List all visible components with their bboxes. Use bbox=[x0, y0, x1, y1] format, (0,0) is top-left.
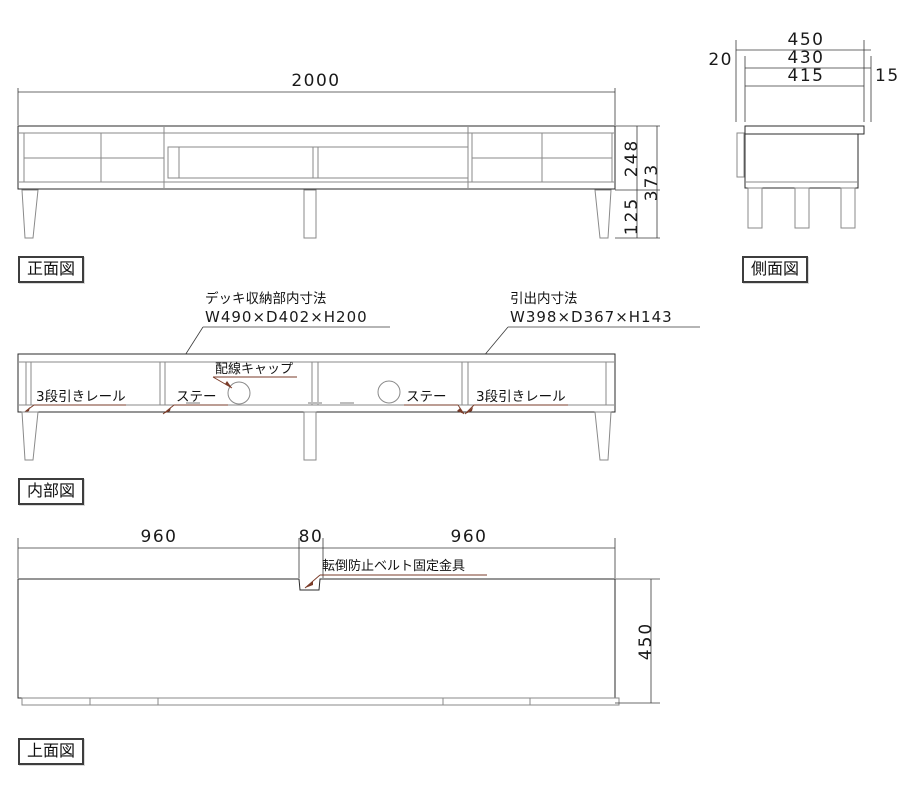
rail-left-annotation: 3段引きレール bbox=[21, 389, 126, 415]
front-center-deck-block bbox=[167, 146, 469, 179]
side-inner-depth-value: 415 bbox=[788, 66, 825, 86]
drawer-size-value: W398×D367×H143 bbox=[510, 308, 673, 326]
view-label-side: 側面図 bbox=[742, 256, 809, 284]
rail-left-label: 3段引きレール bbox=[36, 389, 126, 405]
internal-view-group: デッキ収納部内寸法 W490×D402×H200 引出内寸法 W398×D367… bbox=[17, 290, 700, 461]
top-depth-dimension: 450 bbox=[615, 578, 660, 704]
front-leg-right bbox=[594, 189, 612, 239]
side-view-group: 450 430 415 20 15 bbox=[708, 30, 900, 229]
view-label-top: 上面図 bbox=[18, 738, 85, 766]
view-label-internal-text: 内部図 bbox=[27, 481, 76, 500]
front-total-height-value: 373 bbox=[642, 163, 662, 201]
top-right-segment-value: 960 bbox=[451, 527, 488, 547]
stay-right-label: ステー bbox=[406, 389, 447, 405]
top-left-segment-value: 960 bbox=[141, 527, 178, 547]
front-width-dimension: 2000 bbox=[17, 71, 616, 125]
side-leg-front bbox=[747, 187, 763, 229]
side-front-panel bbox=[736, 132, 745, 178]
cable-cap-left-icon bbox=[227, 381, 251, 405]
side-body-depth-value: 430 bbox=[788, 48, 825, 68]
cable-cap-label: 配線キャップ bbox=[215, 361, 293, 377]
internal-leg-center bbox=[303, 411, 317, 461]
top-board-outline bbox=[17, 578, 616, 699]
top-view-group: 960 80 960 転倒防止ベルト固定金具 bbox=[17, 527, 660, 706]
anti-tip-bracket-annotation: 転倒防止ベルト固定金具 bbox=[304, 558, 487, 589]
stay-left-annotation: ステー bbox=[162, 389, 228, 415]
front-leg-left bbox=[21, 189, 39, 239]
anti-tip-bracket-label: 転倒防止ベルト固定金具 bbox=[322, 558, 465, 574]
drawer-size-title: 引出内寸法 bbox=[510, 291, 578, 307]
top-depth-value: 450 bbox=[636, 622, 656, 660]
internal-leg-left bbox=[21, 411, 39, 461]
view-label-front-text: 正面図 bbox=[27, 259, 76, 278]
view-label-top-text: 上面図 bbox=[27, 741, 76, 760]
internal-stay-mark-left bbox=[186, 402, 200, 404]
side-top-board bbox=[744, 125, 865, 135]
internal-leg-right bbox=[594, 411, 612, 461]
side-leg-middle bbox=[794, 187, 810, 229]
front-left-drawer-block bbox=[23, 132, 165, 183]
internal-stay-mark-center bbox=[308, 402, 322, 404]
side-back-offset-value: 15 bbox=[875, 66, 900, 86]
rail-right-annotation: 3段引きレール bbox=[464, 389, 568, 415]
top-front-edge-strip bbox=[21, 697, 620, 706]
front-overall-width-value: 2000 bbox=[291, 71, 340, 91]
top-center-segment-value: 80 bbox=[299, 527, 324, 547]
side-depth-dimensions: 450 430 415 20 15 bbox=[708, 30, 900, 122]
cable-cap-right-icon bbox=[377, 380, 401, 404]
view-label-internal: 内部図 bbox=[18, 478, 85, 506]
deck-storage-title: デッキ収納部内寸法 bbox=[205, 290, 327, 307]
front-view-group: 2000 bbox=[17, 71, 662, 239]
stay-right-annotation: ステー bbox=[404, 389, 465, 415]
front-leg-center bbox=[303, 189, 317, 239]
side-body-outline bbox=[744, 133, 859, 189]
front-right-drawer-block bbox=[471, 132, 613, 183]
stay-left-label: ステー bbox=[176, 389, 217, 405]
view-label-side-text: 側面図 bbox=[751, 259, 800, 278]
side-leg-back bbox=[840, 187, 856, 229]
drawer-size-annotation: 引出内寸法 W398×D367×H143 bbox=[461, 291, 700, 383]
top-width-dimensions: 960 80 960 bbox=[17, 527, 616, 578]
front-height-dimensions: 248 125 373 bbox=[615, 125, 662, 239]
front-leg-height-value: 125 bbox=[622, 197, 642, 235]
view-label-front: 正面図 bbox=[18, 256, 85, 284]
deck-storage-size: W490×D402×H200 bbox=[205, 308, 368, 326]
side-overall-depth-value: 450 bbox=[788, 30, 825, 50]
cable-cap-annotation: 配線キャップ bbox=[212, 361, 297, 389]
internal-stay-mark-center2 bbox=[340, 402, 354, 404]
front-body-height-value: 248 bbox=[622, 139, 642, 177]
side-front-offset-value: 20 bbox=[708, 50, 733, 70]
rail-right-label: 3段引きレール bbox=[476, 389, 566, 405]
